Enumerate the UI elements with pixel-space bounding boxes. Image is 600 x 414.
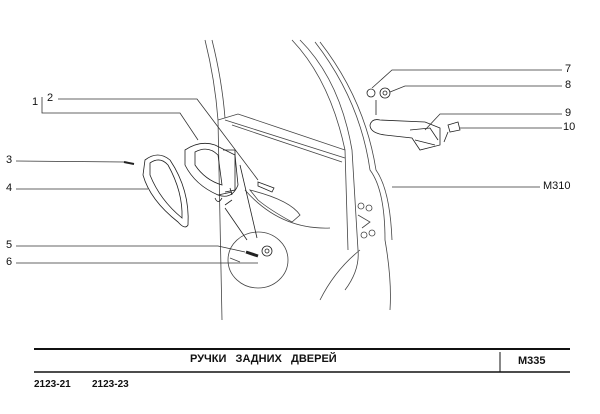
page-code: M335 [518, 355, 546, 367]
callout-9: 9 [565, 107, 572, 119]
callout-6: 6 [6, 256, 13, 268]
page-title: РУЧКИ ЗАДНИХ ДВЕРЕЙ [190, 353, 337, 365]
title-block-rules [34, 348, 570, 373]
bezel-part-4 [142, 154, 189, 228]
door-outline [204, 39, 393, 321]
leader-lines [15, 69, 562, 264]
callout-2: 2 [47, 92, 54, 104]
model-code-1: 2123-21 [34, 379, 71, 390]
callout-8: 8 [565, 79, 572, 91]
callout-4: 4 [6, 182, 13, 194]
model-code-2: 2123-23 [92, 379, 129, 390]
callout-10: 10 [563, 121, 576, 133]
callout-7: 7 [565, 63, 572, 75]
callout-5: 5 [6, 239, 13, 251]
callout-3: 3 [6, 154, 13, 166]
inner-handle-part-2 [184, 142, 239, 206]
outer-handle-part-9 [366, 87, 461, 151]
callout-m310: M310 [543, 180, 571, 192]
callout-1: 1 [32, 96, 39, 108]
